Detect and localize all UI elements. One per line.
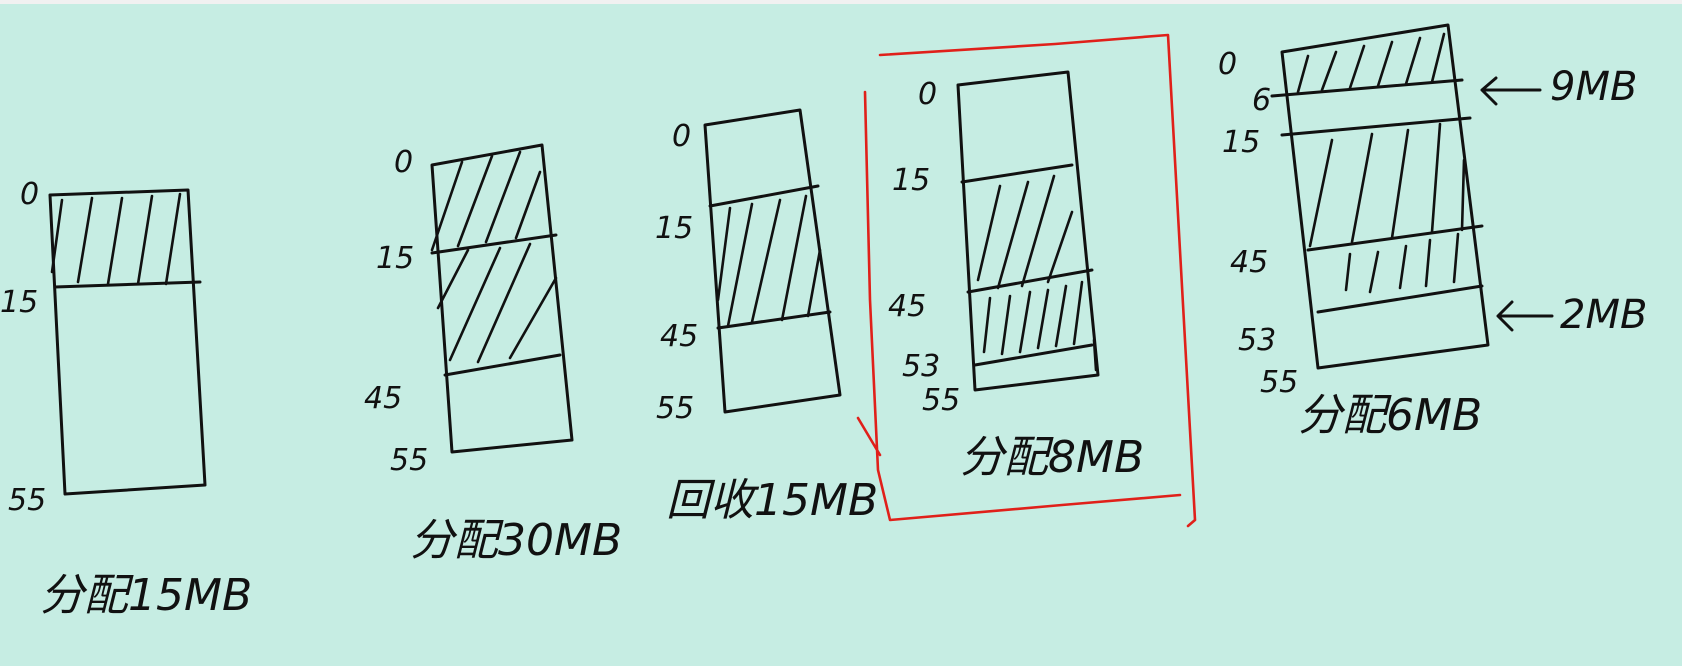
annotation-label: 2MB — [1560, 292, 1647, 338]
hatched-region-45-53 — [1344, 232, 1460, 294]
hatched-region-15-45 — [976, 174, 1074, 290]
annotation-9mb: 9MB — [1480, 64, 1637, 110]
addr-label-55: 55 — [390, 443, 428, 478]
diagram-5: 0 6 15 45 53 55 9MB 2MB 分配6MB — [1218, 23, 1647, 441]
memory-block-2 — [430, 143, 574, 454]
diagram-caption: 分配30MB — [410, 515, 622, 566]
divider-53 — [1316, 284, 1484, 314]
hatched-region-15-45 — [716, 194, 822, 328]
addr-label-15: 15 — [655, 211, 693, 246]
addr-label-0: 0 — [918, 77, 937, 112]
diagram-caption: 回收15MB — [666, 475, 878, 526]
addr-label-55: 55 — [922, 383, 960, 418]
diagram-2: 0 15 45 55 分配30MB — [364, 143, 622, 566]
memory-block-3 — [703, 108, 842, 414]
diagram-caption: 分配6MB — [1298, 390, 1482, 441]
addr-label-6: 6 — [1252, 83, 1271, 118]
divider-45 — [966, 268, 1094, 294]
addr-label-0: 0 — [394, 145, 413, 180]
arrow-left-icon — [1496, 300, 1554, 332]
addr-label-15: 15 — [0, 285, 38, 320]
divider-15 — [1280, 116, 1472, 137]
hatched-region-0-15 — [50, 192, 182, 286]
diagram-3: 0 15 45 55 回收15MB — [655, 108, 878, 526]
divider-15 — [708, 184, 820, 208]
addr-label-45: 45 — [888, 289, 926, 324]
highlight-frame — [856, 33, 1197, 528]
addr-label-55: 55 — [656, 391, 694, 426]
hatched-region-15-45 — [436, 242, 558, 364]
hatched-region-0-15 — [430, 150, 542, 252]
annotation-label: 9MB — [1550, 64, 1637, 110]
addr-label-53: 53 — [1238, 323, 1276, 358]
addr-label-0: 0 — [20, 177, 39, 212]
divider-6 — [1270, 78, 1464, 98]
diagram-4: 0 15 45 53 55 分配8MB — [856, 33, 1197, 528]
divider-15 — [53, 280, 202, 289]
window-top-edge — [0, 0, 1682, 4]
addr-label-15: 15 — [1222, 125, 1260, 160]
addr-label-45: 45 — [660, 319, 698, 354]
hatched-region-0-6 — [1296, 32, 1446, 94]
hatched-region-45-53 — [982, 280, 1098, 372]
diagram-1: 0 15 55 分配15MB — [0, 177, 252, 621]
addr-label-0: 0 — [672, 119, 691, 154]
diagram-caption: 分配8MB — [960, 432, 1144, 483]
memory-block-1 — [48, 188, 207, 496]
addr-label-55: 55 — [8, 483, 46, 518]
divider-45 — [1306, 224, 1484, 252]
divider-53 — [973, 343, 1094, 367]
addr-label-45: 45 — [364, 381, 402, 416]
divider-45 — [716, 310, 832, 330]
memory-block-4 — [956, 70, 1100, 392]
divider-45 — [443, 353, 562, 377]
divider-15 — [430, 233, 558, 255]
memory-block-5 — [1270, 23, 1490, 370]
addr-label-45: 45 — [1230, 245, 1268, 280]
arrow-left-icon — [1480, 76, 1542, 106]
addr-label-15: 15 — [892, 163, 930, 198]
hatched-region-15-45 — [1308, 122, 1466, 248]
addr-label-0: 0 — [1218, 47, 1237, 82]
addr-label-15: 15 — [376, 241, 414, 276]
diagram-caption: 分配15MB — [40, 570, 252, 621]
addr-label-55: 55 — [1260, 365, 1298, 400]
annotation-2mb: 2MB — [1496, 292, 1647, 338]
addr-label-53: 53 — [902, 349, 940, 384]
divider-15 — [960, 163, 1074, 184]
